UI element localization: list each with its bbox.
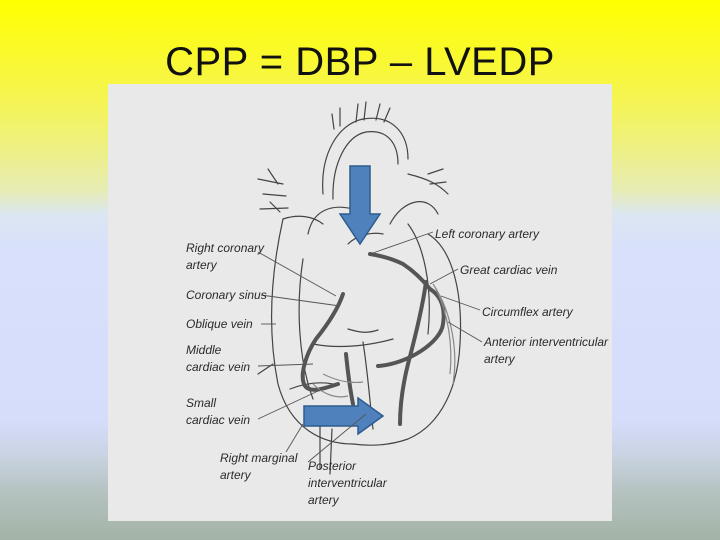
label-oblique-vein: Oblique vein — [186, 317, 253, 331]
right-arrow-icon — [303, 396, 385, 436]
label-middle-cardiac-vein: Middle cardiac vein — [186, 343, 250, 374]
pressure-arrows — [303, 165, 385, 436]
label-anterior-interventricular-artery: Anterior interventricular artery — [483, 335, 611, 366]
label-small-cardiac-vein: Small cardiac vein — [186, 396, 250, 427]
vessel-branches — [312, 283, 456, 398]
label-great-cardiac-vein: Great cardiac vein — [460, 263, 558, 277]
label-left-coronary-artery: Left coronary artery — [435, 227, 540, 241]
right-coronary-path — [300, 292, 345, 392]
coronary-vessels — [300, 252, 446, 426]
leader-lines — [257, 231, 483, 463]
middle-cardiac-path — [344, 352, 355, 406]
great-cardiac-vein-path — [368, 252, 446, 368]
anterior-interventricular-path — [398, 280, 428, 426]
down-arrow-icon — [338, 165, 382, 246]
heart-diagram-svg: Right coronary artery Coronary sinus Obl… — [186, 101, 611, 507]
heart-diagram-figure: Right coronary artery Coronary sinus Obl… — [108, 84, 612, 521]
label-coronary-sinus: Coronary sinus — [186, 288, 267, 302]
label-right-marginal-artery: Right marginal artery — [220, 451, 301, 482]
label-circumflex-artery: Circumflex artery — [482, 305, 574, 319]
label-right-coronary-artery: Right coronary artery — [186, 241, 267, 272]
slide-title: CPP = DBP – LVEDP — [165, 40, 555, 84]
label-posterior-interventricular-artery: Posterior interventricular artery — [308, 459, 390, 507]
